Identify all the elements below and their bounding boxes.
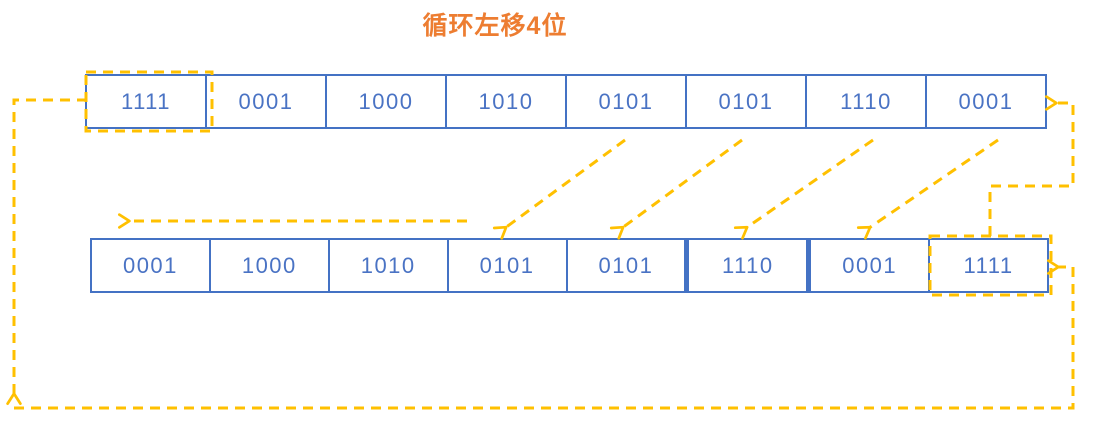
bit-cell: 0001 (925, 76, 1045, 127)
bit-cell: 1111 (120, 88, 172, 114)
bit-cell: 0101 (446, 240, 566, 291)
wrap-loop-left-segment (6, 98, 87, 405)
register-row-after: 0001 1000 1010 0101 0101 1110 0001 1111 (90, 238, 1049, 293)
bit-cell: 0101 (565, 76, 685, 127)
bit-cell: 1111 (928, 240, 1047, 291)
bit-cell: 1010 (445, 76, 565, 127)
diagonal-shift-arrow (856, 138, 999, 240)
bit-cell: 1010 (327, 240, 447, 291)
diagonal-shift-arrow (492, 138, 626, 240)
bit-cell: 0101 (685, 76, 805, 127)
diagonal-shift-arrow (609, 138, 743, 240)
bit-cell: 0001 (122, 252, 178, 278)
bit-cell: 0001 (205, 76, 325, 127)
diagonal-shift-arrow (733, 138, 874, 240)
bit-cell: 0001 (806, 240, 928, 291)
register-row-before: 1111 0001 1000 1010 0101 0101 1110 0001 (85, 74, 1047, 129)
diagram-title: 循环左移4位 (422, 12, 568, 40)
bit-cell: 1110 (684, 240, 806, 291)
bit-cell: 1110 (805, 76, 925, 127)
bit-cell: 1000 (208, 240, 328, 291)
bit-cell: 1000 (325, 76, 445, 127)
bit-cell: 0101 (565, 240, 685, 291)
